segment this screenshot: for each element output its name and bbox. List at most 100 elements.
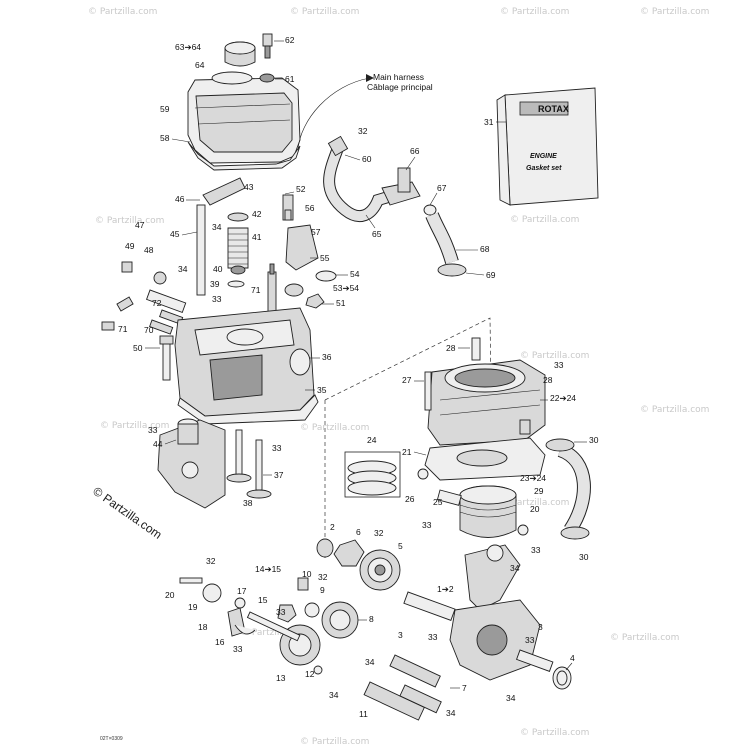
callout: 10: [302, 569, 312, 579]
callout: 62: [285, 35, 295, 45]
watermark-main: © Partzilla.com: [90, 484, 164, 542]
spring-16: [234, 624, 256, 635]
callout: 43: [244, 182, 254, 192]
spring-seat: [227, 280, 245, 288]
callout: 59: [160, 104, 170, 114]
crank-shaft-left: [403, 591, 456, 621]
plate-19: [202, 583, 222, 603]
callout: 48: [144, 245, 154, 255]
watermark-text: © Partzilla.com: [520, 728, 589, 738]
callout: 19: [188, 602, 198, 612]
callout: 71: [251, 285, 261, 295]
callout: 33: [276, 607, 286, 617]
push-rod: [196, 204, 206, 296]
box-line2: Gasket set: [526, 165, 562, 172]
callout: 67: [437, 183, 447, 193]
callout: 4: [570, 653, 575, 663]
watermark-text: © Partzilla.com: [520, 351, 589, 361]
callout: 33: [554, 360, 564, 370]
shaft: [246, 611, 301, 642]
watermark-text: © Partzilla.com: [500, 498, 569, 508]
callout: 51: [336, 298, 346, 308]
callout: 24: [367, 435, 377, 445]
callout: 27: [402, 375, 412, 385]
callout: 39: [210, 279, 220, 289]
callout: 11: [359, 709, 368, 719]
callout: 33: [212, 294, 222, 304]
hose-clamp: [437, 263, 467, 277]
piston: [417, 468, 529, 538]
callout: 41: [252, 232, 262, 242]
box-line1: ENGINE: [530, 153, 557, 160]
callout: 20: [165, 590, 175, 600]
sensor-71: [101, 321, 115, 331]
callouts: 63➔64 62 64 61 59 58 Main harness Câblag…: [100, 35, 599, 742]
rocker-arm: [202, 177, 246, 206]
watermark-text: © Partzilla.com: [640, 405, 709, 415]
callout: 8: [369, 614, 374, 624]
callout: 54: [350, 269, 360, 279]
callout: 3: [398, 630, 403, 640]
watermark-text: © Partzilla.com: [300, 737, 369, 747]
washer-9: [304, 602, 320, 618]
watermark-text: © Partzilla.com: [610, 633, 679, 643]
callout: 60: [362, 154, 372, 164]
callout: 25: [433, 497, 443, 507]
circlip: [417, 468, 429, 480]
callout: 61: [285, 74, 295, 84]
connecting-rod: [464, 544, 521, 611]
callout: 57: [311, 227, 321, 237]
cylinder: [424, 337, 546, 481]
callout: 34: [329, 690, 339, 700]
valve-seal: [230, 265, 246, 275]
retainer: [227, 212, 249, 222]
callout: 15: [258, 595, 268, 605]
watermark-text: © Partzilla.com: [88, 7, 157, 17]
stud-28: [471, 337, 481, 361]
temp-sensor: [116, 296, 134, 312]
callout: 14➔15: [255, 564, 281, 574]
wrist-pin: [436, 489, 462, 506]
callout: 33: [422, 520, 432, 530]
plug-49: [121, 261, 133, 273]
bolt-27: [424, 371, 432, 411]
callout: 35: [317, 385, 327, 395]
restrictor: [423, 204, 437, 216]
watermark-text: © Partzilla.com: [300, 423, 369, 433]
piston-body: [459, 495, 517, 538]
callout: 40: [213, 264, 223, 274]
gasket-set-box: ROTAX ENGINE Gasket set: [496, 87, 599, 206]
callout: 38: [243, 498, 253, 508]
screw-70: [149, 319, 174, 335]
callout: 53➔54: [333, 283, 359, 293]
callout: 52: [296, 184, 306, 194]
valve-exhaust: [255, 439, 263, 491]
balancer-shafts: [313, 654, 442, 721]
callout: 16: [215, 637, 225, 647]
bolt-50: [162, 339, 171, 381]
callout: 66: [410, 146, 420, 156]
coolant-hoses: [323, 135, 467, 277]
circlip-2: [517, 524, 529, 536]
callout: 21: [402, 447, 412, 457]
callout: 33: [233, 644, 243, 654]
callout: 33: [428, 632, 438, 642]
callout: 30: [589, 435, 599, 445]
clamp-30b: [560, 526, 590, 540]
callout: 42: [252, 209, 262, 219]
callout: 34: [365, 657, 375, 667]
callout: 44: [153, 439, 163, 449]
callout: 28: [543, 375, 553, 385]
fitting-22: [519, 419, 531, 435]
callout: 56: [305, 203, 315, 213]
spring-17: [234, 597, 246, 609]
callout: 70: [144, 325, 154, 335]
callout: 68: [480, 244, 490, 254]
watermark-text: © Partzilla.com: [240, 628, 309, 638]
thermostat: [284, 283, 304, 297]
balancer-7: [389, 654, 441, 688]
thermostat-housing: [285, 224, 319, 271]
breather-plug: [262, 33, 273, 47]
callout: 33: [525, 635, 535, 645]
